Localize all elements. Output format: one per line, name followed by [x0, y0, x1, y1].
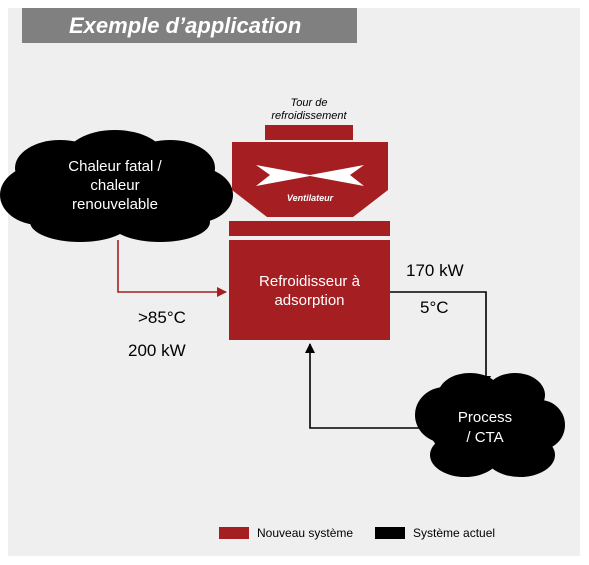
legend-new-system: Nouveau système: [219, 526, 353, 540]
page-title: Exemple d’application: [69, 12, 302, 38]
process-line2: / CTA: [466, 429, 504, 446]
process-label: Process / CTA: [440, 408, 530, 448]
process-cloud: [415, 373, 565, 477]
tower-base: [229, 221, 390, 236]
fan-label: Ventilateur: [286, 193, 334, 203]
chiller-label-line2: adsorption: [274, 292, 345, 309]
tower-label: Tour de refroidissement: [250, 97, 368, 123]
adsorption-chiller: [229, 240, 390, 340]
title-bar: Exemple d’application: [22, 8, 357, 43]
cooling-tower: [229, 125, 390, 236]
legend-new-label: Nouveau système: [257, 526, 354, 540]
tower-cap: [265, 125, 353, 140]
tower-label-line1: Tour de: [290, 97, 328, 109]
input-temperature: >85°C: [138, 308, 186, 327]
heat-source-line3: renouvelable: [72, 196, 158, 213]
heat-source-line2: chaleur: [90, 177, 140, 194]
cold-output-arrow: [390, 291, 491, 386]
tower-body: [232, 142, 388, 217]
heat-input-arrow: [117, 240, 227, 297]
legend-new-swatch: [219, 527, 249, 539]
heat-source-label: Chaleur fatal / chaleur renouvelable: [40, 157, 190, 214]
input-power: 200 kW: [128, 341, 186, 360]
chiller-label-line1: Refroidisseur à: [259, 273, 360, 290]
fan-icon: [256, 165, 364, 186]
process-line1: Process: [457, 409, 513, 426]
legend-current-system: Système actuel: [375, 526, 495, 540]
heat-source-line1: Chaleur fatal /: [68, 158, 162, 175]
legend-current-swatch: [375, 527, 405, 539]
chiller-label: Refroidisseur à adsorption: [229, 272, 390, 310]
output-power: 170 kW: [406, 261, 464, 280]
heat-source-cloud: [0, 130, 233, 242]
output-temperature: 5°C: [420, 298, 449, 317]
legend-current-label: Système actuel: [413, 526, 496, 540]
tower-label-line2: refroidissement: [271, 110, 347, 122]
return-arrow: [305, 343, 428, 429]
